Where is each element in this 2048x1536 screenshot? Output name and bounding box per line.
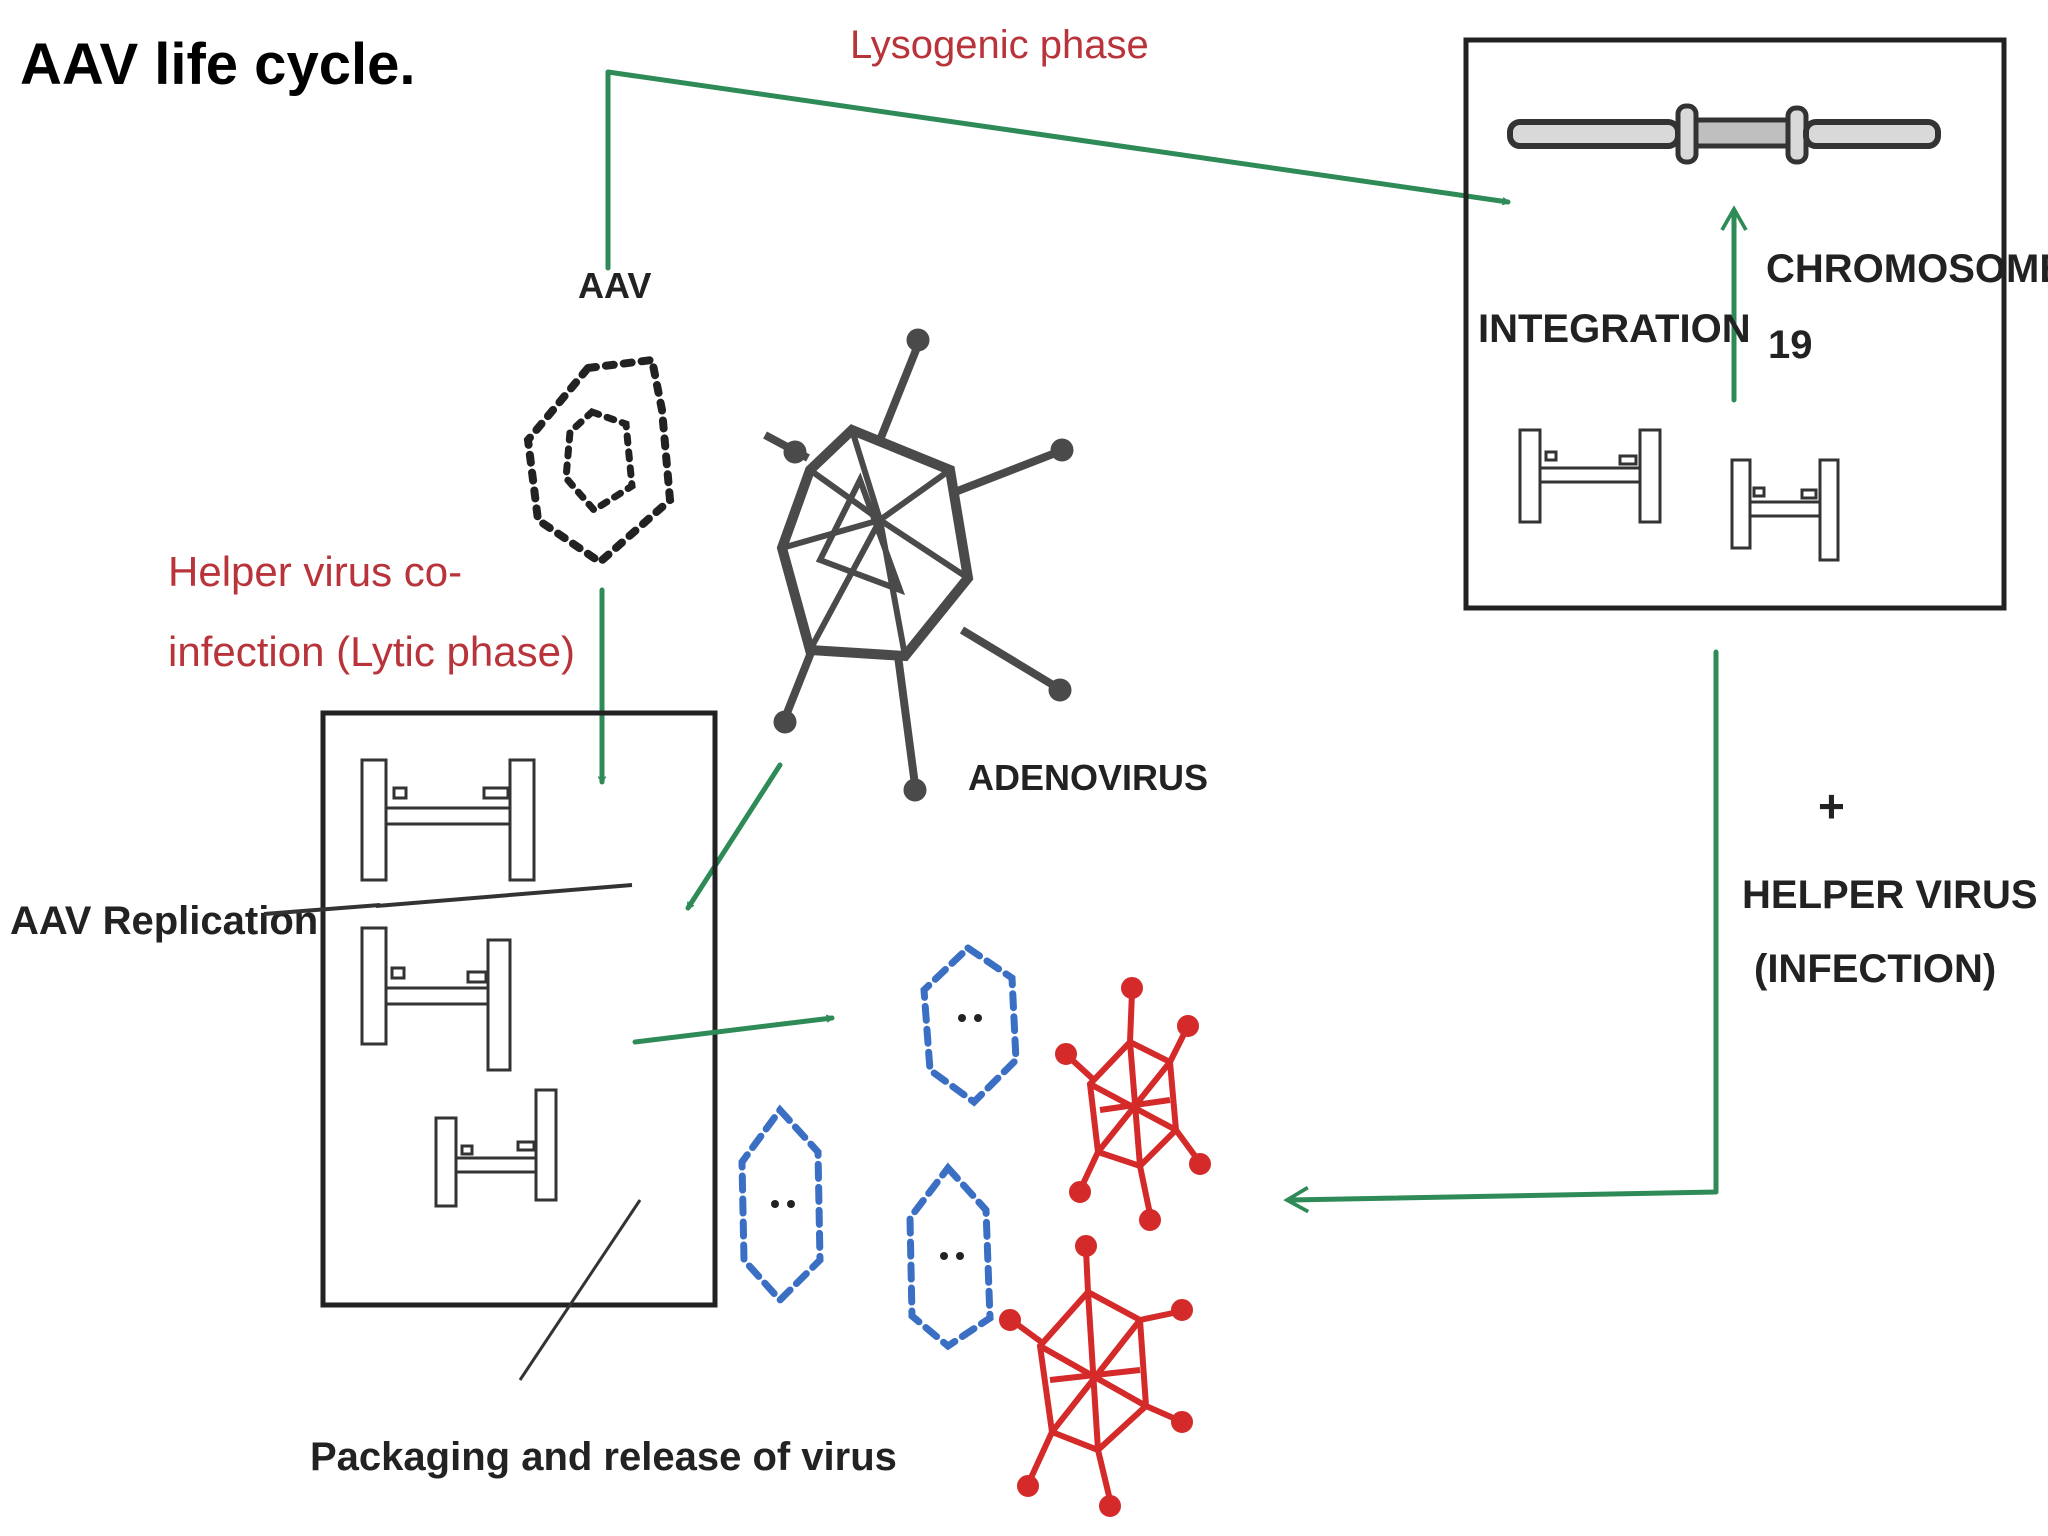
diagram-title: AAV life cycle. — [20, 32, 415, 97]
replication-divider-line — [375, 883, 633, 908]
integration-label: INTEGRATION — [1478, 307, 1751, 351]
helper-virus-label-line2: (INFECTION) — [1754, 947, 1996, 991]
adenovirus-to-replication-arrow — [685, 762, 783, 911]
aav-genome-3 — [434, 1088, 558, 1208]
aav-label: AAV — [578, 265, 651, 306]
adenovirus-progeny-2-icon — [999, 1235, 1193, 1517]
aav-genome-1 — [360, 758, 536, 882]
helper-coinfection-label-line2: infection (Lytic phase) — [168, 628, 575, 675]
chromosome-label-line2: 19 — [1768, 323, 1813, 367]
lysogenic-phase-label: Lysogenic phase — [850, 23, 1149, 67]
integration-genome-1 — [1518, 428, 1662, 524]
packaging-release-arrow — [632, 1014, 835, 1045]
replication-box — [320, 710, 718, 1308]
integration-genome-2 — [1730, 458, 1840, 562]
adenovirus-label: ADENOVIRUS — [968, 757, 1208, 798]
aav-replication-leader — [263, 903, 381, 916]
aav-replication-label: AAV Replication — [10, 899, 318, 943]
packaging-label: Packaging and release of virus — [310, 1435, 897, 1479]
chromosome-label-line1: CHROMOSOME — [1766, 247, 2048, 291]
aav-particle-icon — [523, 355, 675, 568]
chromosome-icon — [1507, 103, 1941, 165]
lysogenic-arrow — [605, 69, 1511, 271]
packaging-leader — [518, 1199, 642, 1381]
adenovirus-progeny-1-icon — [1055, 977, 1211, 1231]
aav-progeny-icon — [738, 943, 1020, 1351]
helper-virus-label-line1: HELPER VIRUS — [1742, 873, 2038, 917]
adenovirus-icon — [763, 328, 1074, 802]
integration-box — [1463, 37, 2007, 611]
helper-infection-arrow — [1283, 649, 1719, 1214]
helper-coinfection-label-line1: Helper virus co- — [168, 548, 462, 595]
aav-progeny-dots — [771, 1014, 982, 1260]
plus-sign: + — [1818, 780, 1845, 832]
aav-genome-2 — [360, 926, 512, 1072]
